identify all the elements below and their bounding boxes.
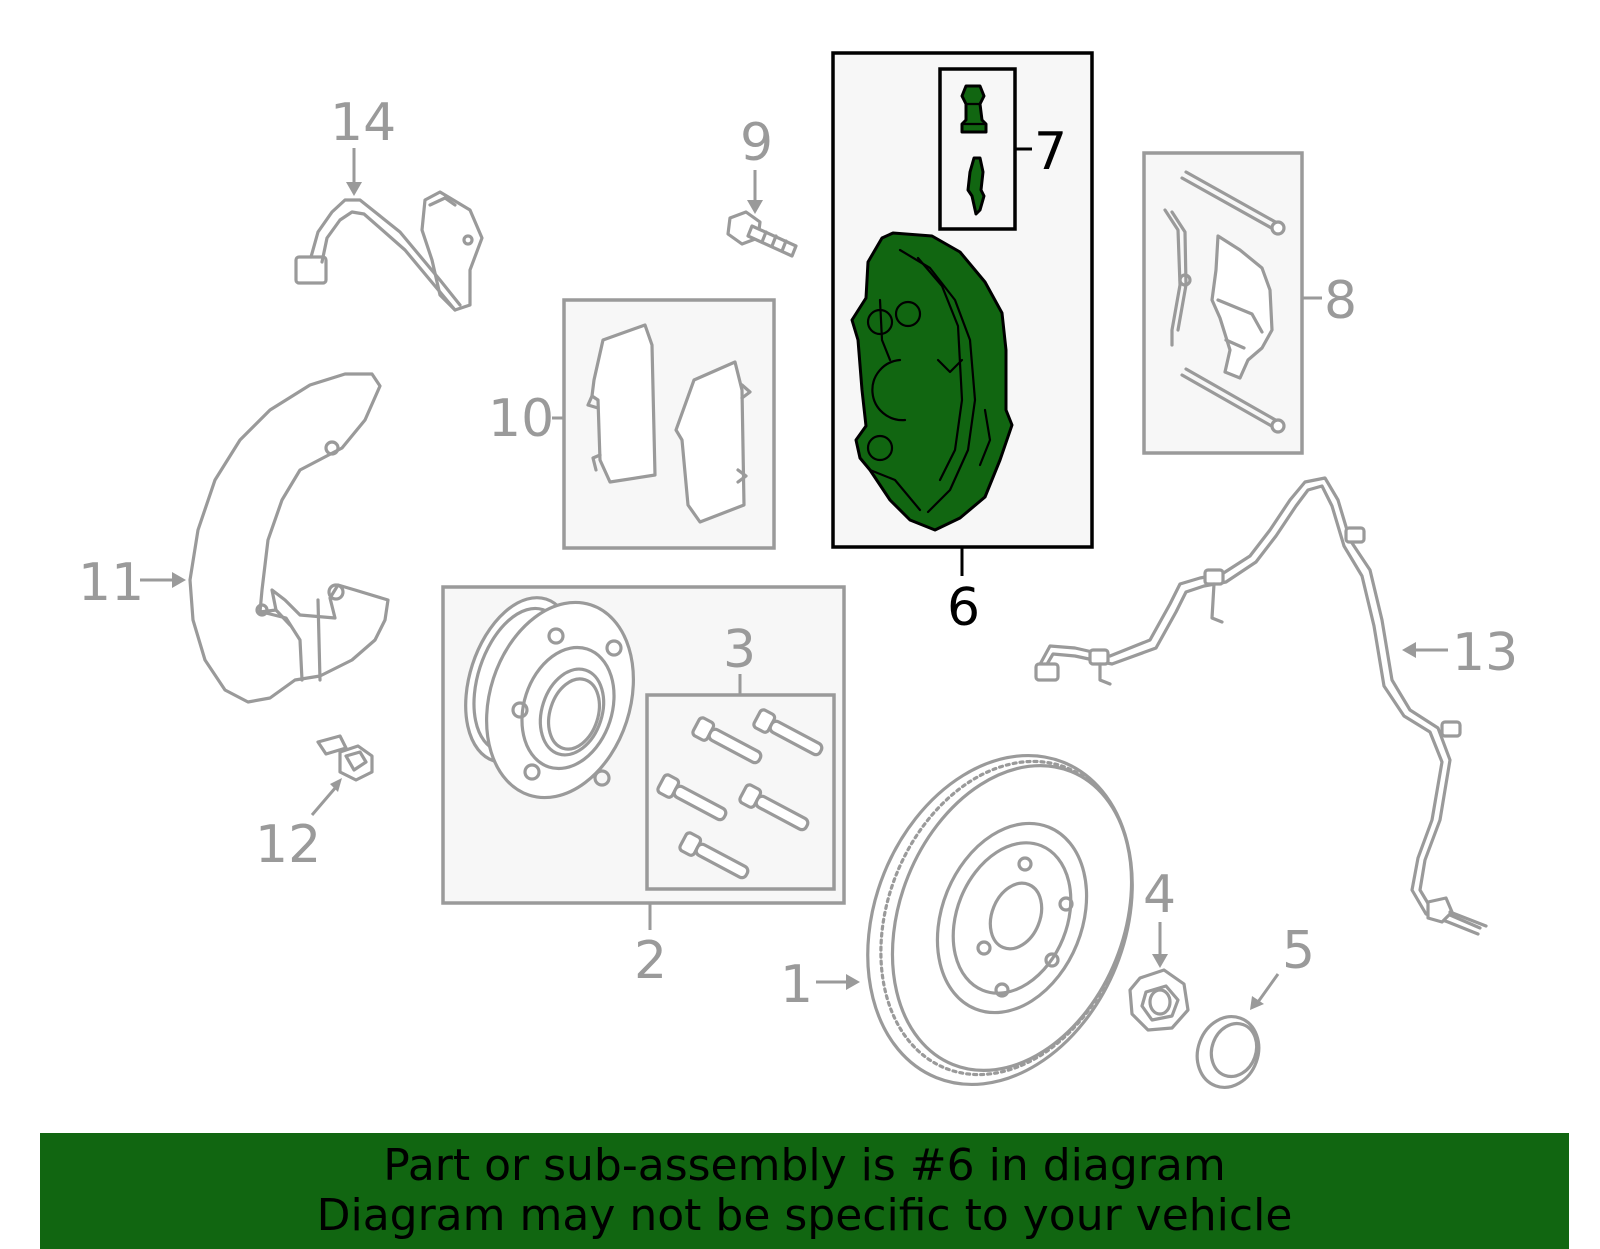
callout-14: 14 (330, 93, 396, 153)
callout-7: 7 (1034, 122, 1067, 182)
info-banner: Part or sub-assembly is #6 in diagram Di… (40, 1133, 1569, 1249)
leader-5 (1256, 973, 1280, 1003)
callout-3: 3 (723, 620, 756, 680)
callout-6: 6 (947, 578, 980, 638)
callout-5: 5 (1282, 921, 1315, 981)
callout-11: 11 (78, 553, 144, 613)
part-14-brake-hose[interactable] (294, 190, 484, 312)
part-2-hub-assembly[interactable] (441, 583, 846, 905)
callout-9: 9 (740, 113, 773, 173)
callout-1: 1 (780, 955, 813, 1015)
callout-8: 8 (1324, 271, 1357, 331)
callout-12: 12 (255, 815, 321, 875)
part-4-hub-nut[interactable] (1128, 968, 1190, 1032)
banner-line-2: Diagram may not be specific to your vehi… (316, 1190, 1293, 1241)
callout-4: 4 (1143, 865, 1176, 925)
callout-10: 10 (488, 389, 554, 449)
banner-line-1: Part or sub-assembly is #6 in diagram (383, 1140, 1226, 1191)
part-8-pad-hardware-kit[interactable] (1142, 151, 1304, 455)
part-3-wheel-studs[interactable] (656, 708, 825, 882)
part-9-caliper-bolt[interactable] (726, 210, 798, 258)
part-10-brake-pads[interactable] (562, 298, 776, 550)
part-1-brake-rotor[interactable] (820, 716, 1179, 1125)
part-12-shield-bolt[interactable] (316, 734, 374, 782)
part-13-abs-sensor[interactable] (1034, 476, 1488, 936)
part-5-dust-cap[interactable] (1187, 1008, 1268, 1096)
leader-12 (310, 786, 338, 816)
callout-13: 13 (1452, 623, 1518, 683)
part-11-splash-shield[interactable] (188, 372, 390, 704)
callout-2: 2 (634, 931, 667, 991)
